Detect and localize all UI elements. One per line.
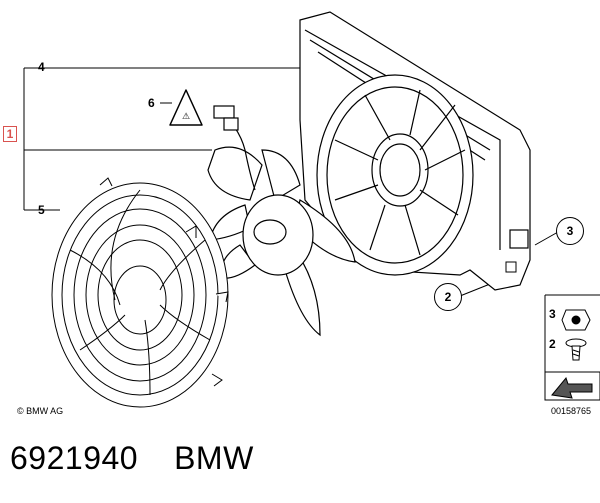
callout-6: 6 xyxy=(148,96,155,110)
screw-icon xyxy=(565,338,587,361)
fan-guard xyxy=(51,177,229,408)
fan-impeller xyxy=(207,146,356,337)
copyright-text: © BMW AG xyxy=(17,406,64,416)
legend-panel xyxy=(544,294,600,401)
brand-name: BMW xyxy=(174,440,254,476)
warning-label: ⚠ xyxy=(169,89,203,126)
leader-lines xyxy=(23,67,559,297)
callout-3: 3 xyxy=(556,217,584,245)
part-caption: 6921940 BMW xyxy=(10,440,254,477)
callout-1: 1 xyxy=(3,126,17,142)
clip-nut-icon xyxy=(561,309,591,331)
exploded-parts-diagram: ⚠ xyxy=(23,11,600,408)
wiring-harness xyxy=(213,105,256,191)
drawing-number: 00158765 xyxy=(551,406,592,416)
callout-5: 5 xyxy=(38,203,45,217)
arrow-icon xyxy=(544,371,600,401)
part-number: 6921940 xyxy=(10,440,139,476)
legend-label-3: 3 xyxy=(549,307,556,321)
svg-text:⚠: ⚠ xyxy=(182,111,190,121)
callout-4: 4 xyxy=(38,60,45,74)
fan-shroud xyxy=(299,11,531,291)
callout-2: 2 xyxy=(434,283,462,311)
screw-diagram xyxy=(505,261,517,273)
legend-label-2: 2 xyxy=(549,337,556,351)
